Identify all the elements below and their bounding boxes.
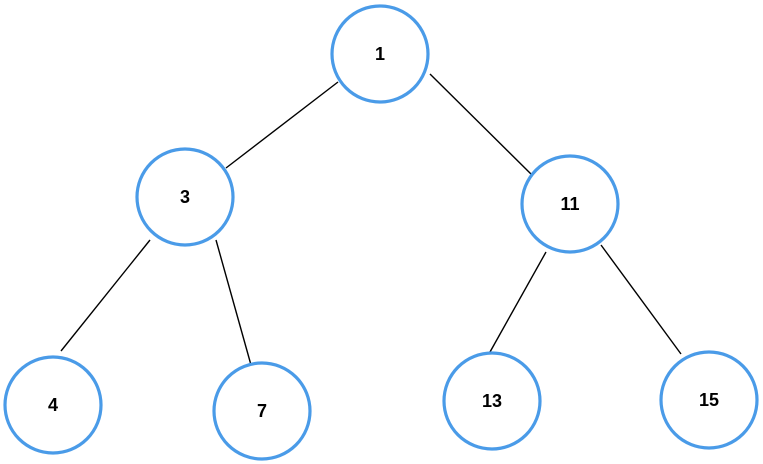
tree-node-11: 11 [520,154,620,254]
tree-node-7: 7 [212,361,312,461]
node-label: 11 [560,194,579,214]
tree-node-13: 13 [442,351,542,451]
node-circle [520,154,620,254]
node-label: 15 [699,390,719,410]
node-circle [442,351,542,451]
node-circle [659,350,759,450]
edge-1-to-3 [225,81,339,169]
node-circle [330,4,430,104]
node-label: 3 [180,187,190,207]
node-circle [135,147,235,247]
tree-node-15: 15 [659,350,759,450]
node-label: 4 [48,395,58,415]
node-label: 13 [482,391,502,411]
tree-node-1: 1 [330,4,430,104]
edge-3-to-7 [215,239,252,366]
node-circle [212,361,312,461]
edge-11-to-13 [489,251,547,353]
tree-node-3: 3 [135,147,235,247]
node-circle [3,355,103,455]
tree-edges [60,73,682,366]
edge-1-to-11 [429,73,534,177]
tree-node-4: 4 [3,355,103,455]
node-label: 7 [257,401,267,421]
edge-3-to-4 [60,239,151,352]
node-label: 1 [375,44,385,64]
edge-11-to-15 [600,244,682,355]
